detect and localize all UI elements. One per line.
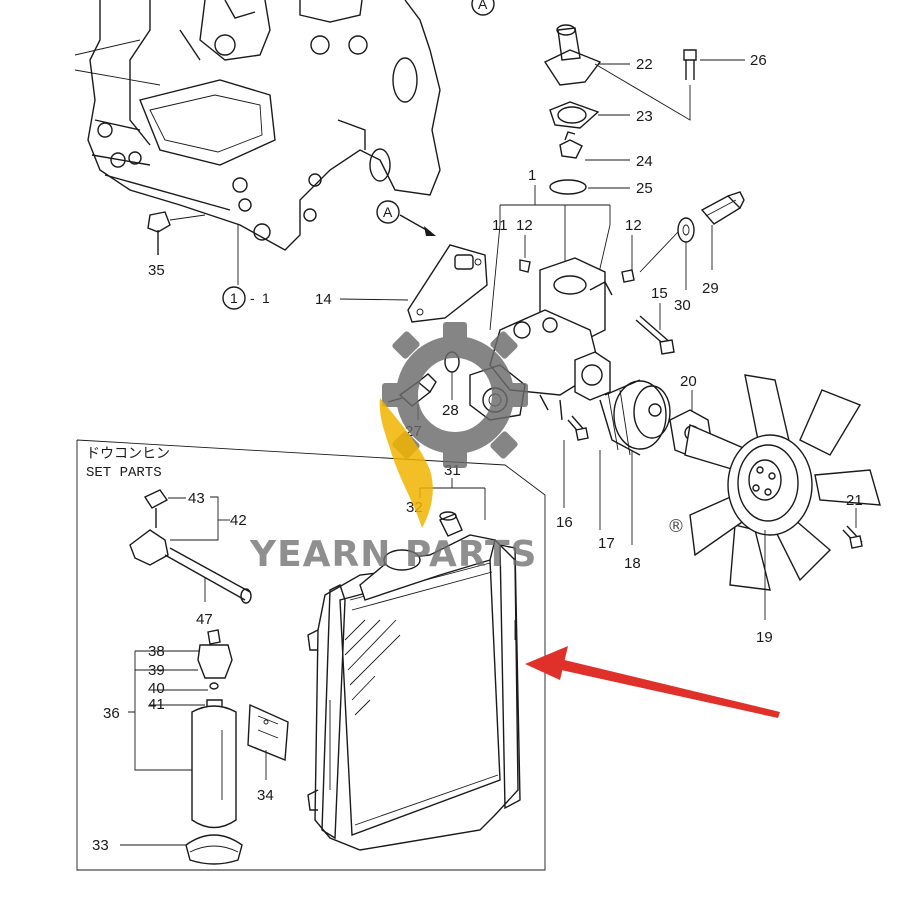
part-34-bracket: 34 xyxy=(247,703,289,804)
callout-22: 22 xyxy=(636,56,653,73)
part-18-pulley: 18 17 xyxy=(598,379,671,572)
kit-title-jp: ドウコンヒン xyxy=(86,446,170,463)
callout-33: 33 xyxy=(92,837,109,854)
callout-41: 41 xyxy=(148,696,165,713)
callout-40: 40 xyxy=(148,680,165,697)
callout-29: 29 xyxy=(702,280,719,297)
registered-mark: ® xyxy=(667,516,685,537)
callout-18: 18 xyxy=(624,555,641,572)
svg-text:-: - xyxy=(250,290,255,306)
flame-logo-icon xyxy=(379,398,433,528)
set-parts-kit: ドウコンヒン SET PARTS xyxy=(76,439,546,871)
engine-block xyxy=(74,0,441,251)
callout-42: 42 xyxy=(230,512,247,529)
reference-letter-2: A xyxy=(383,204,393,220)
radiator xyxy=(307,511,521,851)
callout-16: 16 xyxy=(556,514,573,531)
callout-39: 39 xyxy=(148,662,165,679)
callout-47: 47 xyxy=(196,611,213,628)
callout-15: 15 xyxy=(651,285,668,302)
part-19-fan: 19 21 xyxy=(684,374,881,646)
callout-23: 23 xyxy=(636,108,653,125)
callout-34: 34 xyxy=(257,787,274,804)
brand-watermark: YEARN PARTS ® xyxy=(249,322,685,575)
callout-25: 25 xyxy=(636,180,653,197)
callout-19: 19 xyxy=(756,629,773,646)
highlight-arrow xyxy=(525,646,780,718)
callout-1-1: 1 - 1 xyxy=(222,225,270,310)
callout-12b: 12 xyxy=(625,217,642,234)
callout-30: 30 xyxy=(674,297,691,314)
callout-38: 38 xyxy=(148,643,165,660)
callout-26: 26 xyxy=(750,52,767,69)
callout-17: 17 xyxy=(598,535,615,552)
reserve-tank-assembly: 38 39 40 41 36 33 xyxy=(92,629,243,865)
callout-35: 35 xyxy=(148,262,165,279)
part-29-30-sensor: 30 29 xyxy=(639,191,745,314)
callout-1: 1 xyxy=(528,167,536,184)
part-15-bolt: 15 xyxy=(635,285,675,355)
overflow-pipe-assembly: 43 42 47 xyxy=(129,489,252,628)
callout-1-bracket: 1 11 12 12 xyxy=(489,167,642,331)
part-16-bolt: 16 xyxy=(556,415,589,531)
brand-name: YEARN PARTS xyxy=(249,534,537,575)
thermostat-housing-stack: 22 23 24 25 26 xyxy=(543,24,767,197)
callout-36: 36 xyxy=(103,705,120,722)
callout-20: 20 xyxy=(680,373,697,390)
callout-28: 28 xyxy=(442,402,459,419)
svg-text:1: 1 xyxy=(230,290,238,306)
callout-24: 24 xyxy=(636,153,653,170)
callout-12a: 12 xyxy=(516,217,533,234)
callout-11: 11 xyxy=(492,217,508,234)
callout-43: 43 xyxy=(188,490,205,507)
part-14-gasket: 14 A xyxy=(315,200,488,323)
reference-marker-top: A xyxy=(471,0,495,16)
callout-21: 21 xyxy=(846,492,863,509)
kit-title-en: SET PARTS xyxy=(86,465,162,481)
callout-14: 14 xyxy=(315,291,332,308)
reference-letter: A xyxy=(478,0,488,12)
part-35-drain-plug: 35 xyxy=(147,211,206,279)
svg-text:1: 1 xyxy=(262,290,270,306)
